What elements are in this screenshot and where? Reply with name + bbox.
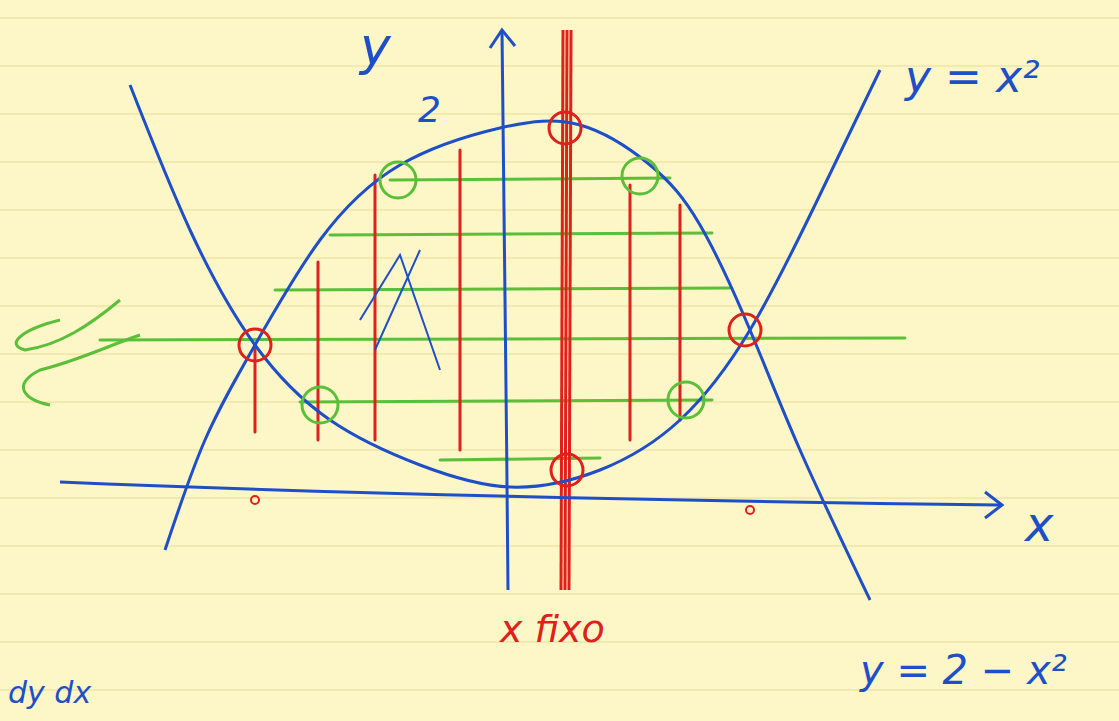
- parabola-upper: [165, 121, 870, 600]
- note: dy dx: [8, 678, 91, 708]
- paper-rule: [0, 162, 1119, 163]
- axis-label: x: [1025, 500, 1053, 548]
- curve-label: y = x²: [905, 55, 1040, 99]
- x-axis-arrow: [985, 492, 1002, 518]
- y-axis: [502, 30, 508, 590]
- curve-label: y = 2 − x²: [860, 650, 1067, 690]
- note: x fixo: [500, 610, 605, 648]
- limit-point: [551, 454, 583, 486]
- sketch-mark: [360, 250, 440, 370]
- strip-symbol: [16, 300, 140, 405]
- horizontal-strip: [330, 233, 712, 235]
- vertical-strips: [255, 150, 680, 450]
- vertical-strip: [679, 205, 682, 420]
- vertical-strip: [459, 150, 462, 450]
- paper-rule: [0, 594, 1119, 595]
- axis-label: y: [360, 20, 391, 72]
- parabola-lower: [130, 70, 880, 487]
- vertical-strip: [629, 185, 632, 440]
- paper-rule: [0, 18, 1119, 19]
- limit-point: [380, 162, 416, 198]
- limit-point: [622, 158, 658, 194]
- paper-rule: [0, 258, 1119, 259]
- y-axis-arrow: [490, 30, 515, 48]
- fixed-x-line: [561, 30, 563, 590]
- paper-rule: [0, 306, 1119, 307]
- limit-point: [549, 112, 581, 144]
- limit-point: [729, 314, 761, 346]
- axis-point: [251, 496, 259, 504]
- paper-rule: [0, 210, 1119, 211]
- tick-label: 2: [418, 92, 441, 128]
- limit-point: [302, 387, 338, 423]
- horizontal-strip: [100, 338, 905, 340]
- fixed-x-line: [565, 30, 567, 590]
- horizontal-strip: [390, 178, 670, 180]
- paper-rule: [0, 354, 1119, 355]
- axis-point: [746, 506, 754, 514]
- paper-rules: [0, 18, 1119, 690]
- limit-point: [239, 329, 271, 361]
- horizontal-strip: [275, 288, 730, 290]
- horizontal-strips: [100, 178, 905, 460]
- paper-rule: [0, 450, 1119, 451]
- limit-point: [668, 382, 704, 418]
- vertical-strip: [254, 345, 257, 432]
- vertical-strip: [374, 175, 377, 440]
